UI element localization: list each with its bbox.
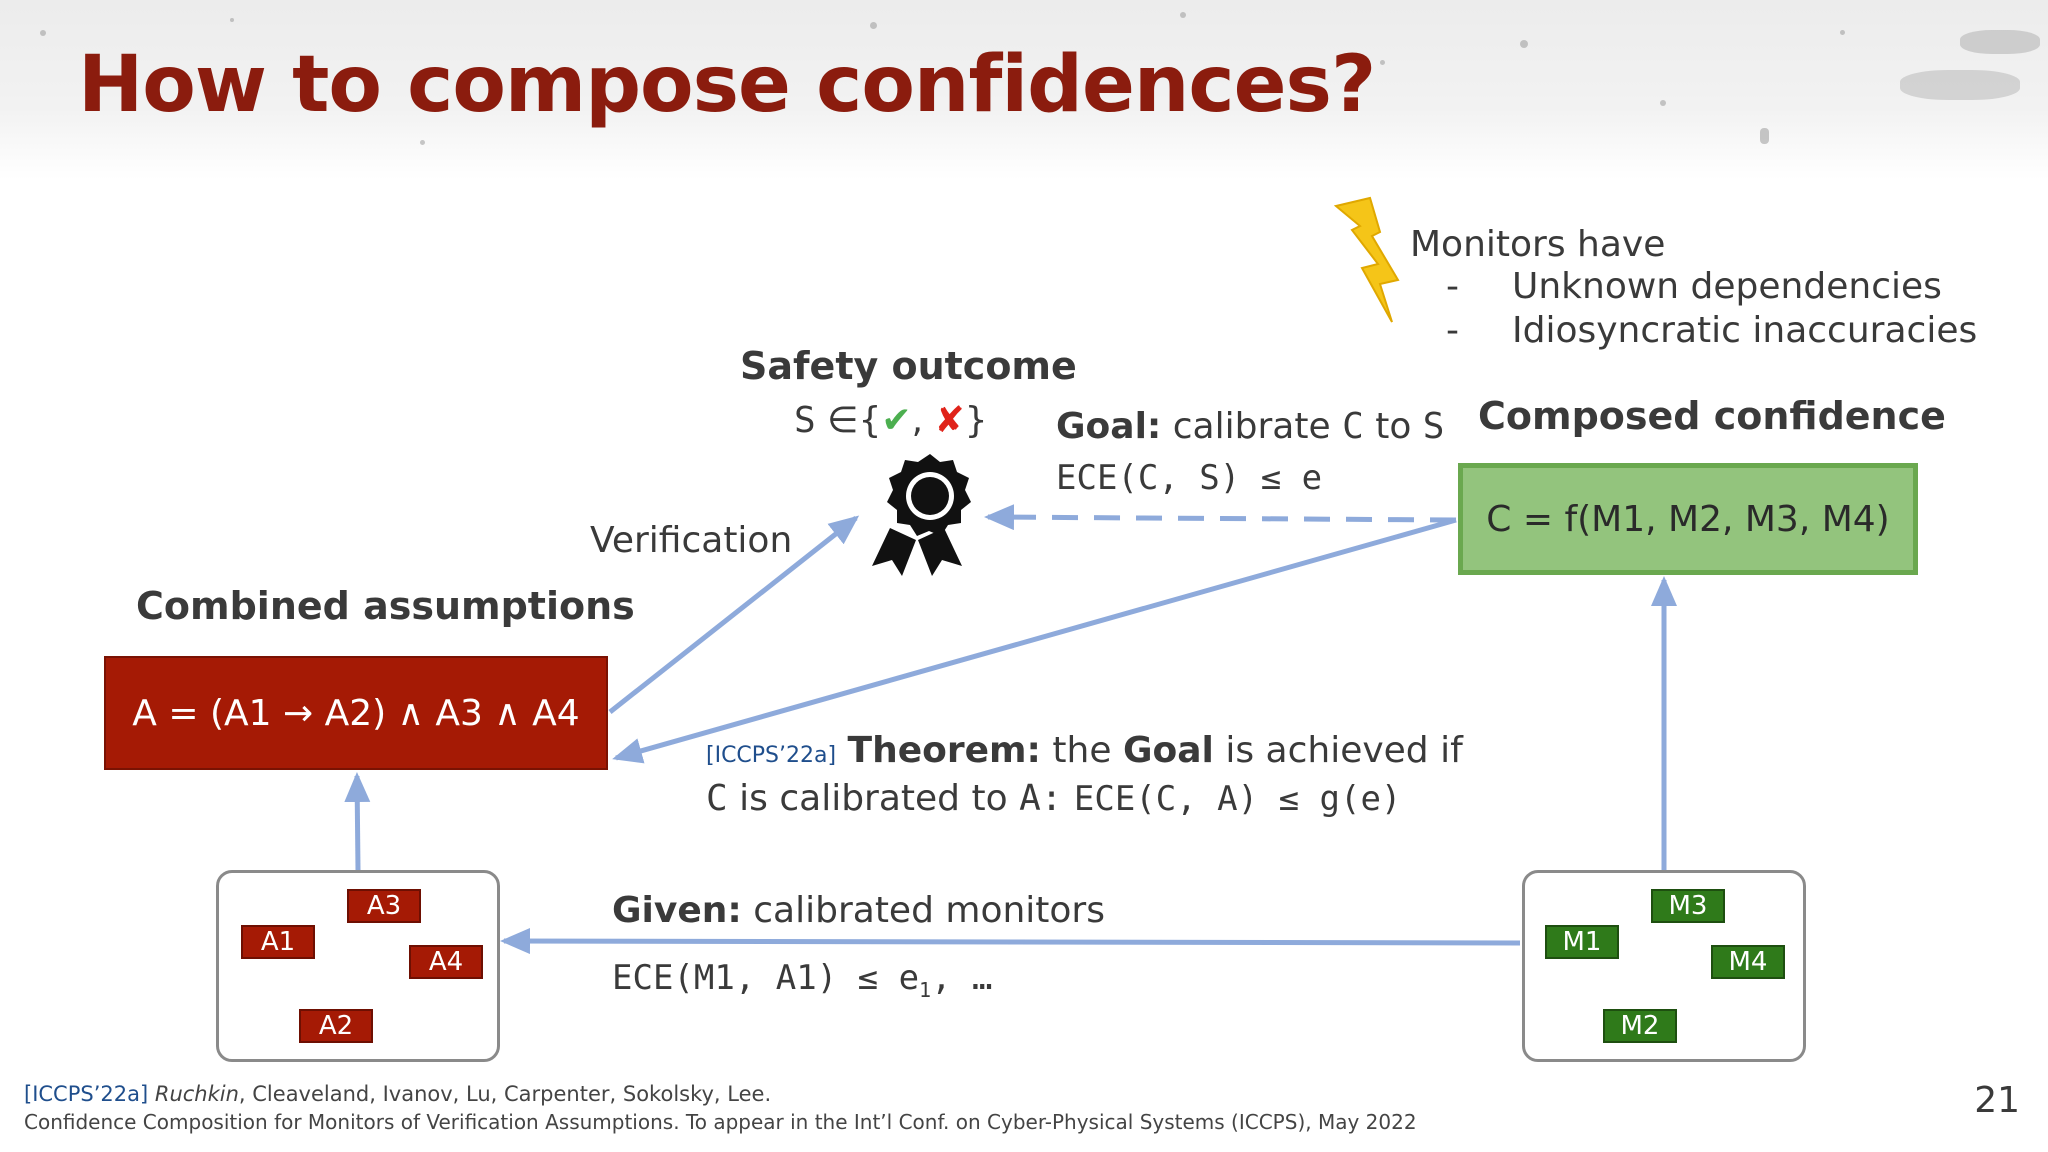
monitors-note-bullet: Unknown dependencies [1512, 266, 1942, 307]
comma: , [911, 400, 924, 441]
slide-title: How to compose confidences? [78, 40, 1376, 130]
cross-icon: ✘ [934, 400, 965, 441]
verification-label: Verification [590, 520, 793, 561]
speck [1380, 60, 1385, 65]
footer-authors: , Cleaveland, Ivanov, Lu, Carpenter, Sok… [238, 1082, 772, 1106]
composed-confidence-heading: Composed confidence [1478, 394, 1946, 438]
var-s: S [794, 400, 816, 441]
element-of-symbol: ∈ [827, 400, 859, 441]
given-tail: , … [931, 958, 993, 998]
header-band [0, 0, 2048, 180]
monitor-tag: M1 [1545, 925, 1619, 959]
lightning-bolt-icon [1333, 196, 1400, 323]
speck [1900, 70, 2020, 100]
var-s: S [1422, 406, 1445, 447]
speck [1660, 100, 1666, 106]
combined-assumptions-formula: A = (A1 → A2) ∧ A3 ∧ A4 [132, 692, 580, 734]
theorem-line-2: C is calibrated to A: ECE(C, A) ≤ g(e) [706, 778, 1401, 819]
safety-outcome-heading: Safety outcome [740, 344, 1077, 388]
combined-assumptions-box: A = (A1 → A2) ∧ A3 ∧ A4 [104, 656, 608, 770]
footer-reference-line-1: [ICCPS’22a] Ruchkin, Cleaveland, Ivanov,… [24, 1082, 771, 1106]
monitor-tag: M2 [1603, 1009, 1677, 1043]
monitors-note-dash: - [1446, 310, 1459, 351]
combined-assumptions-heading: Combined assumptions [136, 584, 635, 628]
speck [870, 22, 877, 29]
footer-citation: [ICCPS’22a] [24, 1082, 149, 1106]
var-a: A: [1019, 778, 1063, 819]
theorem-arrow [612, 517, 1457, 764]
given-formula-line: ECE(M1, A1) ≤ e1, … [612, 958, 993, 1002]
monitor-tag: M4 [1711, 945, 1785, 979]
given-arrow [500, 928, 1521, 955]
speck [420, 140, 425, 145]
award-ribbon-icon [872, 454, 971, 576]
theorem-text-3: is calibrated to [739, 778, 1008, 819]
goal-label: Goal: [1056, 406, 1162, 447]
assumption-tag: A3 [347, 889, 421, 923]
speck [1520, 40, 1528, 48]
theorem-text-2: is achieved if [1225, 730, 1463, 771]
speck [40, 30, 46, 36]
given-line: Given: calibrated monitors [612, 890, 1105, 931]
monitors-cluster: M1 M2 M3 M4 [1522, 870, 1806, 1062]
assumption-tag: A2 [299, 1009, 373, 1043]
theorem-line-1: [ICCPS’22a] Theorem: the Goal is achieve… [706, 730, 1463, 771]
monitor-tag: M3 [1651, 889, 1725, 923]
monitors-note-bullet: Idiosyncratic inaccuracies [1512, 310, 1978, 351]
theorem-label: Theorem: [847, 730, 1041, 771]
given-subscript: 1 [919, 977, 932, 1002]
safety-outcome-set: S ∈{✔, ✘} [794, 400, 988, 441]
given-formula: ECE(M1, A1) ≤ e [612, 958, 920, 998]
speck [1960, 30, 2040, 54]
goal-formula: ECE(C, S) ≤ e [1056, 458, 1323, 498]
page-number: 21 [1974, 1080, 2020, 1121]
given-label: Given: [612, 890, 742, 931]
goal-text-1: calibrate [1172, 406, 1331, 447]
goal-dashed-arrow [984, 504, 1457, 531]
verification-arrow [608, 515, 860, 714]
theorem-goal-word: Goal [1122, 730, 1214, 771]
speck [1760, 128, 1769, 144]
theorem-citation: [ICCPS’22a] [706, 743, 837, 768]
theorem-text-1: the [1052, 730, 1112, 771]
close-brace: } [964, 400, 988, 441]
open-brace: { [858, 400, 882, 441]
footer-first-author: Ruchkin [154, 1082, 239, 1106]
assumption-tag: A1 [241, 925, 315, 959]
check-icon: ✔ [881, 400, 912, 441]
monitors-note-heading: Monitors have [1410, 224, 1666, 265]
given-text: calibrated monitors [753, 890, 1105, 931]
speck [1180, 12, 1186, 18]
var-c: C [1342, 406, 1364, 447]
theorem-formula: ECE(C, A) ≤ g(e) [1073, 779, 1402, 819]
composed-confidence-formula: C = f(M1, M2, M3, M4) [1486, 498, 1890, 540]
goal-text-2: to [1375, 406, 1412, 447]
goal-text: Goal: calibrate C to S [1056, 406, 1444, 447]
assumptions-up-arrow [344, 772, 371, 871]
composed-confidence-box: C = f(M1, M2, M3, M4) [1458, 463, 1918, 575]
speck [230, 18, 234, 22]
assumptions-cluster: A1 A2 A3 A4 [216, 870, 500, 1062]
footer-reference-line-2: Confidence Composition for Monitors of V… [24, 1110, 1417, 1134]
monitors-note-dash: - [1446, 266, 1459, 307]
speck [1840, 30, 1845, 35]
var-c: C [706, 778, 728, 819]
assumption-tag: A4 [409, 945, 483, 979]
